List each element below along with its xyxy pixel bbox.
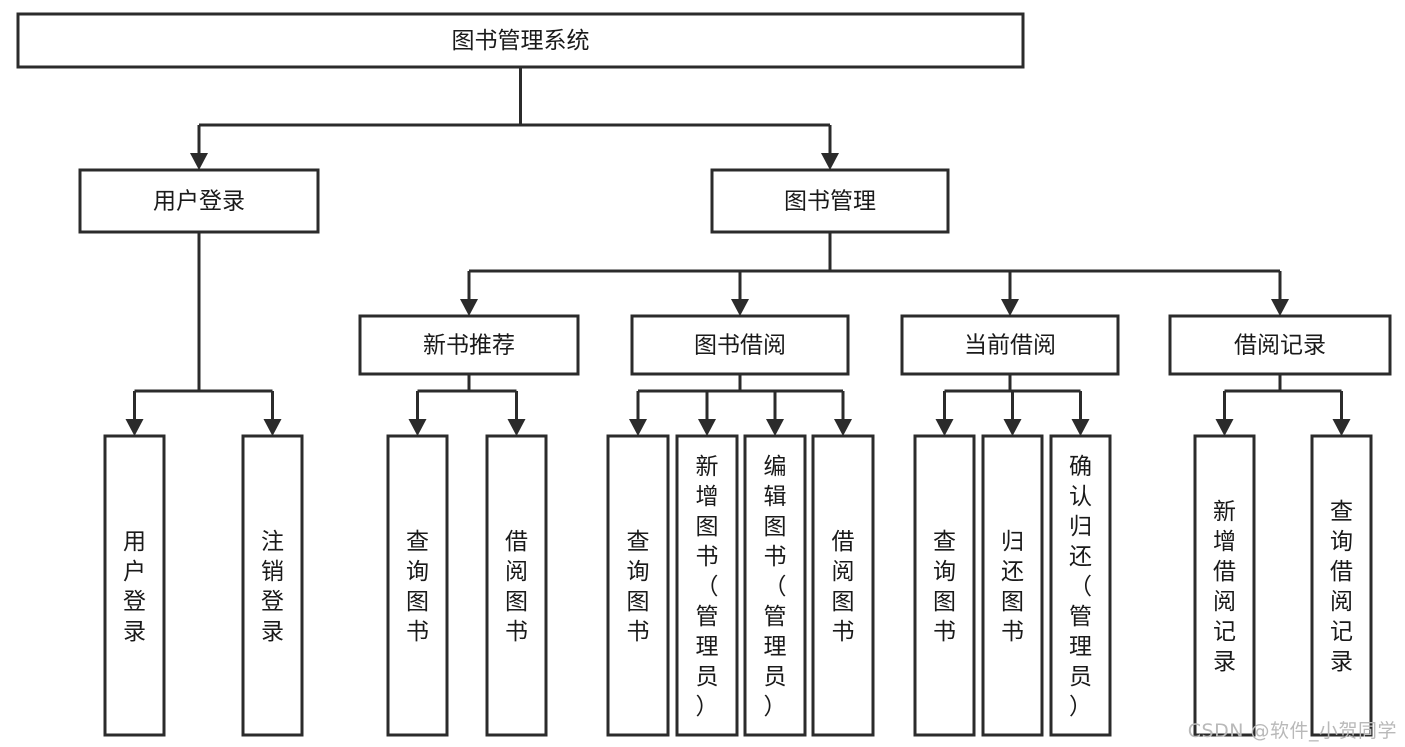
node-leaf-user-login[interactable]: 用户登录	[103, 434, 166, 737]
node-user-login-box	[78, 168, 320, 234]
node-leaf-query-book-1-label: 查询图书	[406, 529, 429, 645]
node-leaf-query-book-1[interactable]: 查询图书	[386, 434, 449, 737]
node-leaf-borrow-book-2-box	[811, 434, 875, 737]
node-borrow-record[interactable]: 借阅记录	[1168, 314, 1392, 376]
node-leaf-user-login-label: 用户登录	[123, 529, 146, 645]
node-leaf-return-book-label: 归还图书	[1001, 529, 1024, 645]
node-current-borrow-label: 当前借阅	[964, 333, 1056, 359]
node-leaf-edit-book-label: 编辑图书（管理员）	[764, 454, 787, 720]
node-new-book-recommend[interactable]: 新书推荐	[358, 314, 580, 376]
node-borrow-record-label: 借阅记录	[1234, 333, 1326, 359]
node-root-book-management-system[interactable]: 图书管理系统	[16, 12, 1025, 69]
node-new-book-recommend-box	[358, 314, 580, 376]
node-leaf-add-book-box	[675, 434, 739, 737]
node-leaf-query-record-box	[1310, 434, 1373, 737]
node-borrow-record-box	[1168, 314, 1392, 376]
node-leaf-logout-box	[241, 434, 304, 737]
node-leaf-query-book-1-box	[386, 434, 449, 737]
node-leaf-query-record[interactable]: 查询借阅记录	[1310, 434, 1373, 737]
node-leaf-add-record-box	[1193, 434, 1256, 737]
node-root-book-management-system-label: 图书管理系统	[452, 28, 590, 54]
node-current-borrow-box	[900, 314, 1120, 376]
node-book-management-label: 图书管理	[784, 189, 876, 215]
node-leaf-borrow-book-1[interactable]: 借阅图书	[485, 434, 548, 737]
node-leaf-borrow-book-1-label: 借阅图书	[505, 529, 528, 645]
node-leaf-borrow-book-2[interactable]: 借阅图书	[811, 434, 875, 737]
node-new-book-recommend-label: 新书推荐	[423, 333, 515, 359]
node-book-borrow[interactable]: 图书借阅	[630, 314, 850, 376]
node-leaf-query-book-3-label: 查询图书	[933, 529, 956, 645]
node-leaf-query-book-3-box	[913, 434, 976, 737]
node-leaf-add-book-label: 新增图书（管理员）	[696, 454, 719, 720]
node-book-borrow-label: 图书借阅	[694, 333, 786, 359]
node-book-management-box	[710, 168, 950, 234]
node-leaf-query-book-3[interactable]: 查询图书	[913, 434, 976, 737]
node-leaf-return-book[interactable]: 归还图书	[981, 434, 1044, 737]
node-book-management[interactable]: 图书管理	[710, 168, 950, 234]
node-leaf-borrow-book-1-box	[485, 434, 548, 737]
node-book-borrow-box	[630, 314, 850, 376]
node-leaf-borrow-book-2-label: 借阅图书	[832, 529, 855, 645]
node-leaf-add-book[interactable]: 新增图书（管理员）	[675, 434, 739, 737]
node-leaf-confirm-return-label: 确认归还（管理员）	[1069, 454, 1092, 720]
node-leaf-add-record-label: 新增借阅记录	[1213, 499, 1236, 675]
node-leaf-confirm-return[interactable]: 确认归还（管理员）	[1049, 434, 1112, 737]
node-leaf-edit-book[interactable]: 编辑图书（管理员）	[743, 434, 807, 737]
node-leaf-query-book-2[interactable]: 查询图书	[606, 434, 670, 737]
node-leaf-user-login-box	[103, 434, 166, 737]
node-leaf-return-book-box	[981, 434, 1044, 737]
node-leaf-query-book-2-box	[606, 434, 670, 737]
node-leaf-query-book-2-label: 查询图书	[627, 529, 650, 645]
node-leaf-edit-book-box	[743, 434, 807, 737]
node-leaf-logout[interactable]: 注销登录	[241, 434, 304, 737]
node-user-login-label: 用户登录	[153, 189, 245, 215]
node-leaf-query-record-label: 查询借阅记录	[1330, 499, 1353, 675]
node-current-borrow[interactable]: 当前借阅	[900, 314, 1120, 376]
node-user-login[interactable]: 用户登录	[78, 168, 320, 234]
node-root-book-management-system-box	[16, 12, 1025, 69]
node-leaf-add-record[interactable]: 新增借阅记录	[1193, 434, 1256, 737]
node-leaf-confirm-return-box	[1049, 434, 1112, 737]
node-leaf-logout-label: 注销登录	[261, 529, 284, 645]
